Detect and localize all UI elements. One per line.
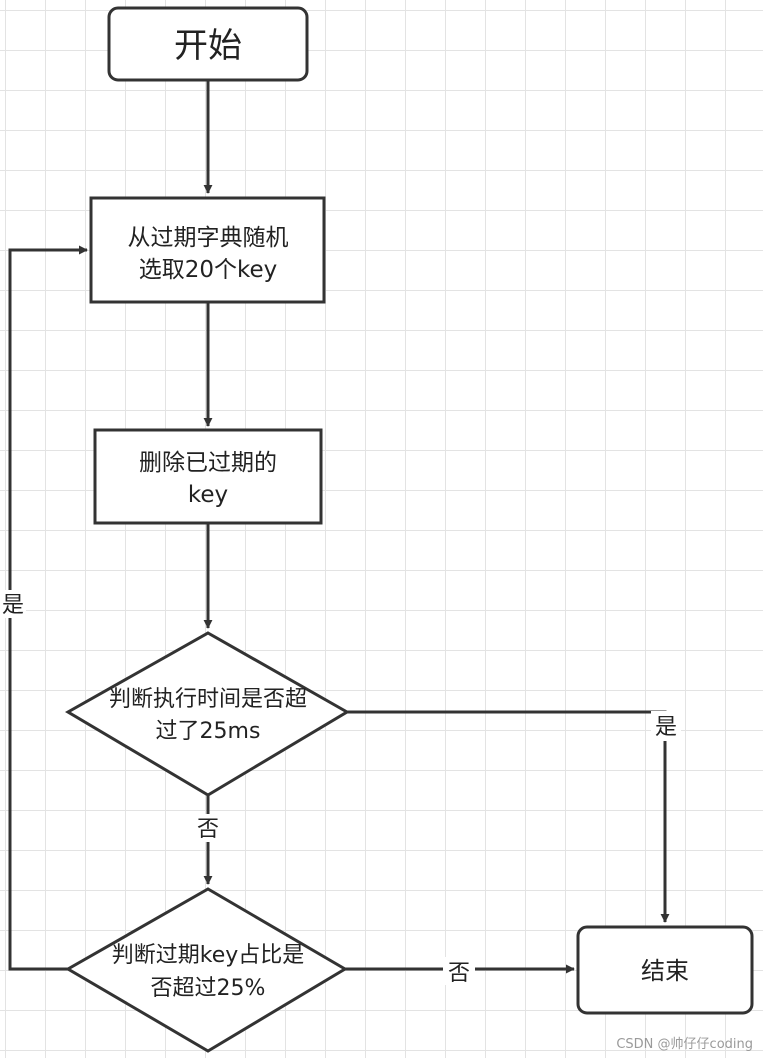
edge-check-time-yes-to-end bbox=[347, 710, 670, 923]
node-check-ratio: 判断过期key占比是 否超过25% bbox=[65, 887, 348, 1053]
edge-label-ratio-yes: 是 bbox=[2, 593, 24, 618]
node-select-shape bbox=[89, 196, 326, 304]
node-start-label: 开始 bbox=[174, 26, 242, 66]
node-delete-shape bbox=[93, 428, 323, 525]
node-select-line2: 选取20个key bbox=[139, 257, 278, 283]
node-check-ratio-line2: 否超过25% bbox=[151, 976, 266, 1001]
node-check-time: 判断执行时间是否超 过了25ms bbox=[65, 631, 350, 797]
edge-label-ratio-no: 否 bbox=[448, 961, 470, 986]
edge-labels: 是 是 否 否 bbox=[0, 590, 681, 986]
node-select: 从过期字典随机 选取20个key bbox=[89, 196, 326, 304]
node-end-shape bbox=[576, 925, 754, 1015]
node-start: 开始 bbox=[107, 6, 309, 82]
node-delete-line2: key bbox=[188, 482, 228, 508]
node-check-ratio-line1: 判断过期key占比是 bbox=[112, 943, 305, 968]
node-end-label: 结束 bbox=[641, 957, 689, 985]
edge-label-time-yes: 是 bbox=[655, 715, 677, 740]
watermark: CSDN @帅仔仔coding bbox=[616, 1037, 753, 1052]
node-check-time-shape bbox=[65, 631, 350, 797]
node-delete-line1: 删除已过期的 bbox=[139, 450, 277, 476]
node-check-time-line2: 过了25ms bbox=[156, 719, 261, 744]
node-check-time-line1: 判断执行时间是否超 bbox=[109, 687, 307, 712]
edge-label-time-no: 否 bbox=[197, 817, 219, 842]
node-delete: 删除已过期的 key bbox=[93, 428, 323, 525]
node-select-line1: 从过期字典随机 bbox=[128, 225, 289, 251]
node-check-ratio-shape bbox=[65, 887, 348, 1053]
node-end: 结束 bbox=[576, 925, 754, 1015]
node-start-shape bbox=[107, 6, 309, 82]
